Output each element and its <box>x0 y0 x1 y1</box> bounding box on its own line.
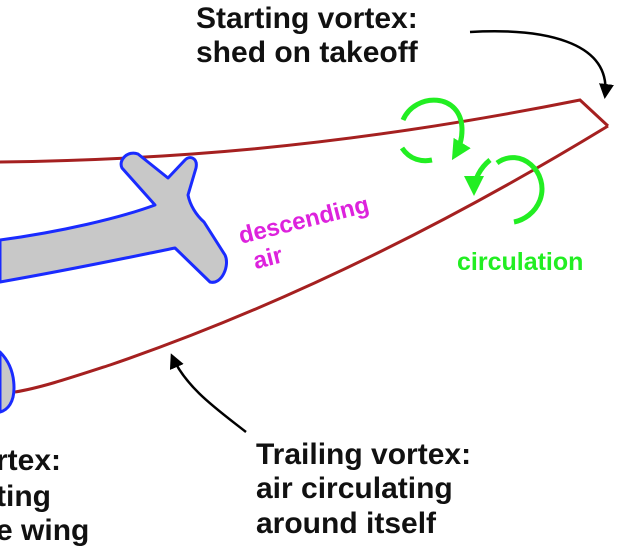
bound-vortex-label-partial: rtex: ting e wing <box>0 444 89 547</box>
airplane-fuselage-and-wing <box>0 151 228 284</box>
trailing-vortex-label: Trailing vortex: air circulating around … <box>256 438 479 540</box>
circulation-arrow-lower <box>495 155 545 225</box>
airplane-wingtip-lower <box>0 350 16 414</box>
starting-vortex-pointer-arrow <box>469 30 614 99</box>
trailing-vortex-pointer-arrow <box>169 353 247 433</box>
airplane <box>0 151 228 414</box>
circulation-arrow-upper <box>400 97 471 161</box>
circulation-label: circulation <box>457 248 583 276</box>
vortex-sheet-top-edge <box>0 98 610 164</box>
descending-air-label: descending air <box>236 190 385 277</box>
circulation-arrow-lower-head <box>464 158 492 196</box>
circulation-arrow-upper-tail <box>399 146 433 164</box>
vortex-sheet-bottom-edge <box>14 124 609 394</box>
starting-vortex-label: Starting vortex: shed on takeoff <box>196 2 426 69</box>
